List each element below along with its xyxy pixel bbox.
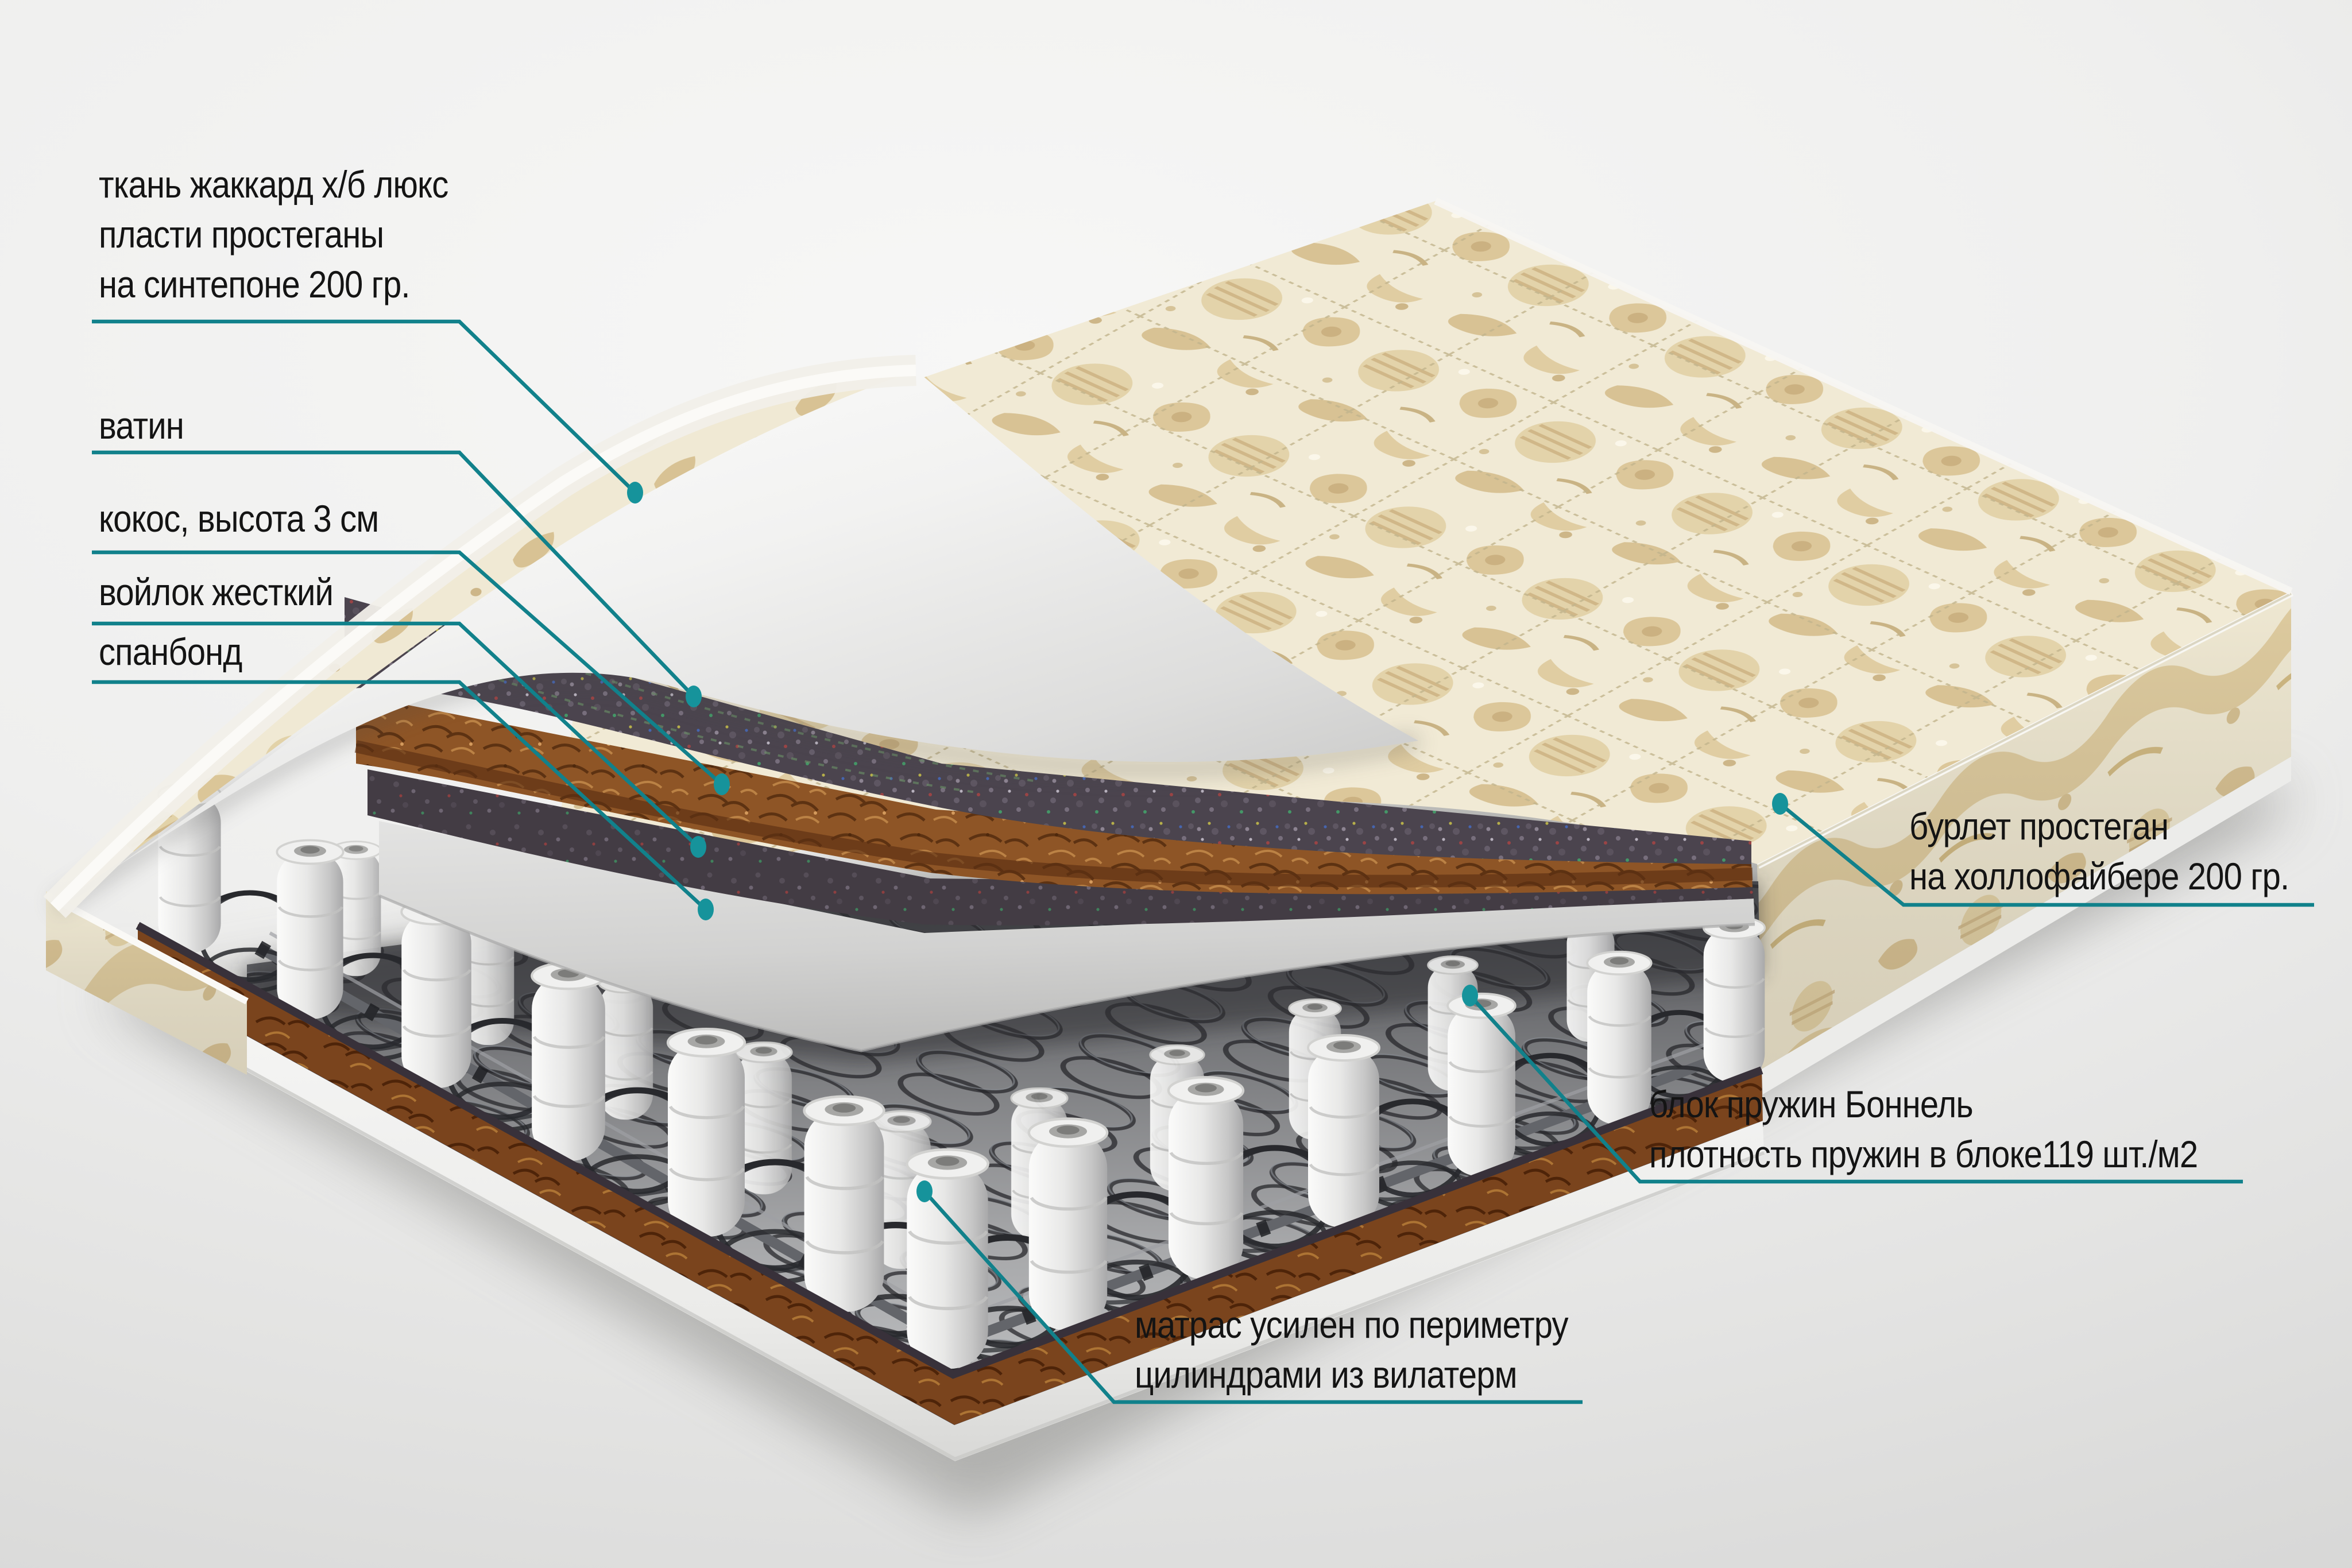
leader-dot-vatin: [686, 686, 702, 707]
label-vatin: ватин: [99, 401, 184, 451]
leader-springs: [1462, 985, 2243, 1184]
bottom-felt-line: [136, 922, 1763, 1379]
leader-dot-coconut: [714, 773, 730, 795]
left-piping: [44, 891, 249, 1005]
label-felt-line1: войлок жесткий: [99, 571, 334, 613]
leader-dot-felt: [690, 836, 706, 858]
bottom-bands: [136, 922, 1765, 1461]
leader-burlet: [1772, 793, 2314, 907]
label-coconut: кокос, высота 3 см: [99, 494, 379, 544]
label-fabric-line2: пласти простеганы: [99, 213, 384, 255]
leader-lines: [92, 319, 2314, 1404]
label-vatin-line1: ватин: [99, 404, 184, 447]
label-vilaterm-line2: цилиндрами из вилатерм: [1135, 1353, 1518, 1396]
left-side-panel: [44, 891, 249, 1075]
label-felt: войлок жесткий: [99, 567, 334, 617]
label-fabric-line1: ткань жаккард х/б люкс: [99, 163, 448, 206]
label-coconut-line1: кокос, высота 3 см: [99, 497, 379, 540]
flap-underside: [55, 370, 1418, 907]
label-vilaterm-line1: матрас усилен по периметру: [1135, 1303, 1569, 1346]
flap-piping: [50, 365, 916, 912]
label-spunbond-line1: спанбонд: [99, 630, 242, 673]
leader-coconut: [92, 550, 730, 795]
label-vilaterm: матрас усилен по периметру цилиндрами из…: [1135, 1300, 1569, 1400]
leader-fabric: [92, 319, 643, 504]
leader-vilaterm: [916, 1180, 1583, 1404]
leader-dot-vilaterm: [916, 1180, 933, 1202]
label-springs: блок пружин Боннель плотность пружин в б…: [1649, 1079, 2198, 1179]
label-spunbond: спанбонд: [99, 627, 242, 677]
label-fabric: ткань жаккард х/б люкс пласти простеганы…: [99, 160, 448, 309]
leader-dot-springs: [1462, 985, 1478, 1006]
leader-dot-spunbond: [698, 899, 714, 920]
leader-felt: [92, 621, 706, 858]
far-edge-piping: [1434, 198, 2293, 595]
label-burlet-line2: на холлофайбере 200 гр.: [1909, 855, 2289, 897]
label-burlet-line1: бурлет простеган: [1909, 805, 2169, 847]
leader-dot-burlet: [1772, 793, 1788, 815]
layer-vatin: [345, 597, 1751, 864]
leader-dot-fabric: [627, 482, 643, 504]
label-springs-line1: блок пружин Боннель: [1649, 1083, 1974, 1125]
label-fabric-line3: на синтепоне 200 гр.: [99, 263, 411, 305]
layer-spunbond: [378, 821, 1755, 1052]
label-burlet: бурлет простеган на холлофайбере 200 гр.: [1909, 802, 2289, 901]
side-base-strip: [1762, 757, 2291, 1094]
label-springs-line2: плотность пружин в блоке119 шт./м2: [1649, 1133, 2198, 1175]
leader-vatin: [92, 450, 702, 707]
quilt-flap: [43, 355, 1421, 918]
leader-spunbond: [92, 680, 714, 920]
